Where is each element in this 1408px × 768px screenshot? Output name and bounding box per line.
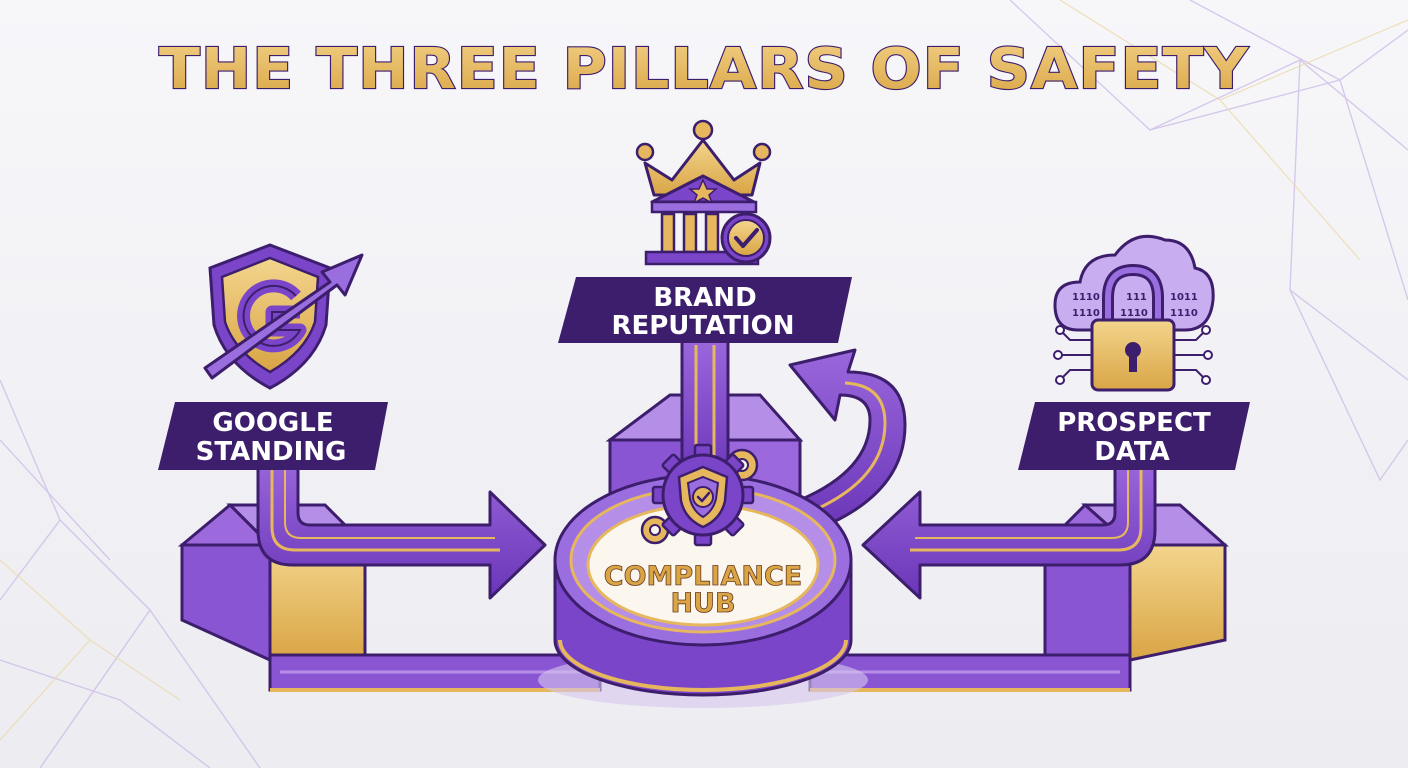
brand-reputation-label-line2: REPUTATION (611, 311, 794, 341)
binary-text-c: 111 (1126, 292, 1147, 303)
crown-bank-check-icon (635, 119, 772, 266)
hub-label-line2: HUB (670, 588, 735, 619)
diagram-title: THE THREE PILLARS OF SAFETY (159, 37, 1249, 102)
right-flow-arrow (861, 458, 1157, 600)
google-standing-banner (158, 402, 388, 470)
google-standing-label-line2: STANDING (196, 437, 347, 467)
google-standing-label-line1: GOOGLE (212, 408, 333, 438)
hub-label-line1: COMPLIANCE (604, 561, 802, 592)
brand-reputation-banner (558, 277, 852, 343)
binary-text-a: 1110 (1072, 292, 1100, 303)
binary-text-b: 1011 (1170, 292, 1198, 303)
google-shield-arrow-icon (203, 243, 364, 390)
prospect-data-banner (1018, 402, 1250, 470)
binary-text-e: 1110 (1120, 308, 1148, 319)
background-gold-lines (0, 0, 1408, 741)
gear-shield-icon (640, 443, 759, 547)
prospect-data-label-line2: DATA (1094, 437, 1170, 467)
binary-text-f: 1110 (1170, 308, 1198, 319)
prospect-data-label-line1: PROSPECT (1057, 408, 1211, 438)
left-flow-arrow (256, 453, 547, 600)
binary-text-d: 1110 (1072, 308, 1100, 319)
curved-up-arrow (788, 348, 907, 532)
cloud-lock-icon: 1110 1011 111 1110 1110 1110 (1053, 234, 1215, 392)
brand-reputation-label-line1: BRAND (653, 283, 756, 313)
